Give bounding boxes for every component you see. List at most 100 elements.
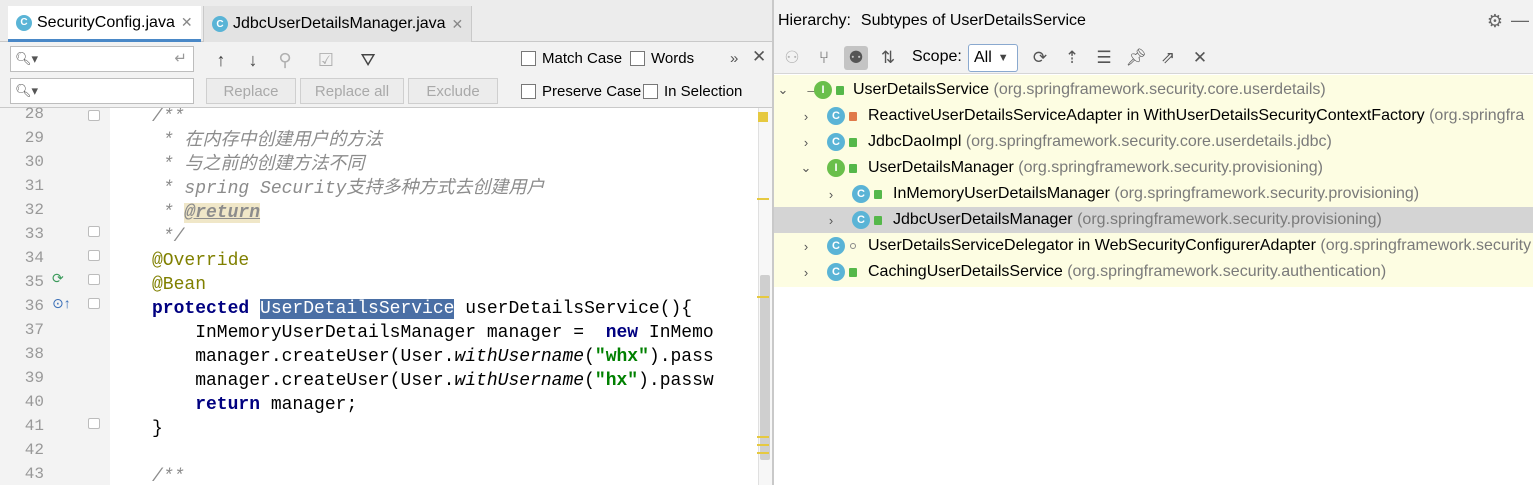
chevron-down-icon[interactable]: ⌄ bbox=[777, 82, 789, 97]
close-icon[interactable]: ✕ bbox=[752, 47, 767, 66]
code-text: ( bbox=[584, 371, 595, 391]
code-area[interactable]: /** * 在内存中创建用户的方法 * 与之前的创建方法不同 * spring … bbox=[110, 108, 758, 485]
tree-row[interactable]: › C ReactiveUserDetailsServiceAdapter in… bbox=[774, 103, 1533, 129]
select-all-occurrences-icon[interactable]: ☑ bbox=[317, 49, 335, 70]
in-selection-checkbox[interactable]: In Selection bbox=[643, 83, 742, 100]
warning-marker[interactable] bbox=[758, 112, 768, 122]
newline-icon[interactable]: ↵ bbox=[174, 50, 187, 67]
tree-row[interactable]: › C JdbcDaoImpl (org.springframework.sec… bbox=[774, 129, 1533, 155]
chevron-right-icon[interactable]: › bbox=[803, 264, 809, 280]
row-name: UserDetailsService bbox=[853, 81, 990, 98]
replace-field[interactable]: 🔍︎▾ bbox=[10, 78, 194, 104]
checkbox-box[interactable] bbox=[643, 84, 658, 99]
checkbox-box[interactable] bbox=[630, 51, 645, 66]
panel-splitter[interactable] bbox=[772, 0, 774, 485]
hierarchy-header: Hierarchy: Subtypes of UserDetailsServic… bbox=[774, 0, 1533, 42]
bean-gutter-icon[interactable]: ⟳ bbox=[52, 270, 64, 286]
gear-icon[interactable]: ⚙ bbox=[1486, 11, 1503, 31]
checkbox-box[interactable] bbox=[521, 51, 536, 66]
line-number: 30 bbox=[24, 153, 44, 171]
hierarchy-tree[interactable]: ⌄ → I UserDetailsService (org.springfram… bbox=[774, 75, 1533, 287]
line-number: 32 bbox=[24, 201, 44, 219]
close-icon[interactable]: ✕ bbox=[1192, 48, 1208, 67]
scroll-marker[interactable] bbox=[757, 444, 769, 446]
subtypes-hierarchy-icon[interactable]: ⚉ bbox=[844, 46, 868, 70]
hierarchy-toolbar: ⚇ ⑂ ⚉ ⇅ Scope: All ▼ ⟳ ⇡ ☰ 📌︎ ⇗ ✕ bbox=[774, 42, 1533, 74]
public-visibility-icon bbox=[836, 85, 844, 95]
type-hierarchy-icon[interactable]: ⚇ bbox=[784, 48, 800, 67]
code-text: InMemoryUserDetailsManager manager = bbox=[152, 323, 606, 343]
tree-row[interactable]: ⌄ I UserDetailsManager (org.springframew… bbox=[774, 155, 1533, 181]
fold-marker[interactable] bbox=[88, 250, 100, 261]
code-line-32: * @return bbox=[152, 201, 261, 225]
fold-marker[interactable] bbox=[88, 418, 100, 429]
chevron-right-icon[interactable]: › bbox=[828, 212, 834, 228]
sort-alphabetically-icon[interactable]: ⇅ bbox=[880, 48, 896, 67]
tree-row[interactable]: › C CachingUserDetailsService (org.sprin… bbox=[774, 259, 1533, 285]
selected-text[interactable]: UserDetailsService bbox=[260, 299, 455, 319]
find-field[interactable]: 🔍︎▾ ↵ bbox=[10, 46, 194, 72]
chevron-right-icon[interactable]: › bbox=[803, 134, 809, 150]
match-case-checkbox[interactable]: Match Case bbox=[521, 50, 622, 67]
line-number: 37 bbox=[24, 321, 44, 339]
code-text: InMemo bbox=[638, 323, 714, 343]
checkbox-box[interactable] bbox=[521, 84, 536, 99]
previous-occurrence-icon[interactable]: ↑ bbox=[216, 49, 226, 70]
find-input[interactable] bbox=[37, 49, 167, 69]
find-all-icon[interactable]: ⚲ bbox=[278, 49, 292, 70]
fold-marker[interactable] bbox=[88, 226, 100, 237]
filter-icon[interactable]: ⛛ bbox=[360, 49, 376, 70]
tree-row[interactable]: › C InMemoryUserDetailsManager (org.spri… bbox=[774, 181, 1533, 207]
fold-marker[interactable] bbox=[88, 274, 100, 285]
navigate-up-icon[interactable]: ⇡ bbox=[1064, 48, 1080, 67]
scope-select[interactable]: All ▼ bbox=[968, 44, 1018, 72]
code-line-34: @Override bbox=[152, 249, 249, 273]
tab-security-config[interactable]: C SecurityConfig.java ✕ bbox=[8, 6, 201, 42]
close-icon[interactable]: ✕ bbox=[451, 15, 464, 32]
more-options-icon[interactable]: » bbox=[730, 50, 739, 67]
search-icon[interactable]: 🔍︎▾ bbox=[15, 51, 39, 66]
open-in-new-window-icon[interactable]: ⇗ bbox=[1160, 48, 1176, 67]
supertypes-hierarchy-icon[interactable]: ⑂ bbox=[818, 48, 830, 67]
pin-icon[interactable]: 📌︎ bbox=[1125, 48, 1147, 67]
hierarchy-panel: Hierarchy: Subtypes of UserDetailsServic… bbox=[774, 0, 1533, 485]
override-gutter-icon[interactable]: ⊙↑ bbox=[52, 295, 71, 311]
row-package: (org.springframework.security.authentica… bbox=[1067, 263, 1387, 280]
code-text: ).pass bbox=[648, 347, 714, 367]
exclude-button[interactable]: Exclude bbox=[408, 78, 498, 104]
code-editor[interactable]: C SecurityConfig.java ✕ C JdbcUserDetail… bbox=[0, 0, 772, 485]
row-text: JdbcDaoImpl (org.springframework.securit… bbox=[868, 133, 1332, 151]
fold-marker[interactable] bbox=[88, 298, 100, 309]
minimize-icon[interactable]: — bbox=[1511, 10, 1529, 30]
words-checkbox[interactable]: Words bbox=[630, 50, 694, 67]
code-text: manager; bbox=[260, 395, 358, 415]
tree-row[interactable]: › C UserDetailsServiceDelegator in WebSe… bbox=[774, 233, 1533, 259]
tree-row-selected[interactable]: › C JdbcUserDetailsManager (org.springfr… bbox=[774, 207, 1533, 233]
scroll-marker[interactable] bbox=[757, 452, 769, 454]
refresh-icon[interactable]: ⟳ bbox=[1032, 48, 1048, 67]
class-icon: C bbox=[827, 107, 845, 125]
search-icon[interactable]: 🔍︎▾ bbox=[15, 83, 39, 98]
preserve-case-checkbox[interactable]: Preserve Case bbox=[521, 83, 641, 100]
next-occurrence-icon[interactable]: ↓ bbox=[248, 49, 258, 70]
chevron-right-icon[interactable]: › bbox=[828, 186, 834, 202]
keyword-text: return bbox=[152, 395, 261, 415]
close-icon[interactable]: ✕ bbox=[180, 14, 193, 30]
scroll-marker[interactable] bbox=[757, 436, 769, 438]
chevron-down-icon[interactable]: ⌄ bbox=[800, 160, 812, 175]
tree-row[interactable]: ⌄ → I UserDetailsService (org.springfram… bbox=[774, 77, 1533, 103]
hierarchy-empty-area[interactable] bbox=[774, 287, 1533, 485]
chevron-right-icon[interactable]: › bbox=[803, 238, 809, 254]
editor-gutter[interactable]: 28 29 30 31 32 33 34 35 36 37 38 39 40 4… bbox=[0, 105, 124, 485]
replace-input[interactable] bbox=[37, 81, 167, 101]
fold-marker[interactable] bbox=[88, 110, 100, 121]
class-icon: C bbox=[827, 237, 845, 255]
scroll-marker[interactable] bbox=[757, 198, 769, 200]
scroll-marker[interactable] bbox=[757, 296, 769, 298]
tab-jdbc-user-details-manager[interactable]: C JdbcUserDetailsManager.java ✕ bbox=[203, 6, 473, 42]
expand-all-icon[interactable]: ☰ bbox=[1096, 48, 1112, 67]
editor-scrollbar-thumb[interactable] bbox=[760, 275, 770, 460]
chevron-right-icon[interactable]: › bbox=[803, 108, 809, 124]
replace-all-button[interactable]: Replace all bbox=[300, 78, 404, 104]
replace-button[interactable]: Replace bbox=[206, 78, 296, 104]
